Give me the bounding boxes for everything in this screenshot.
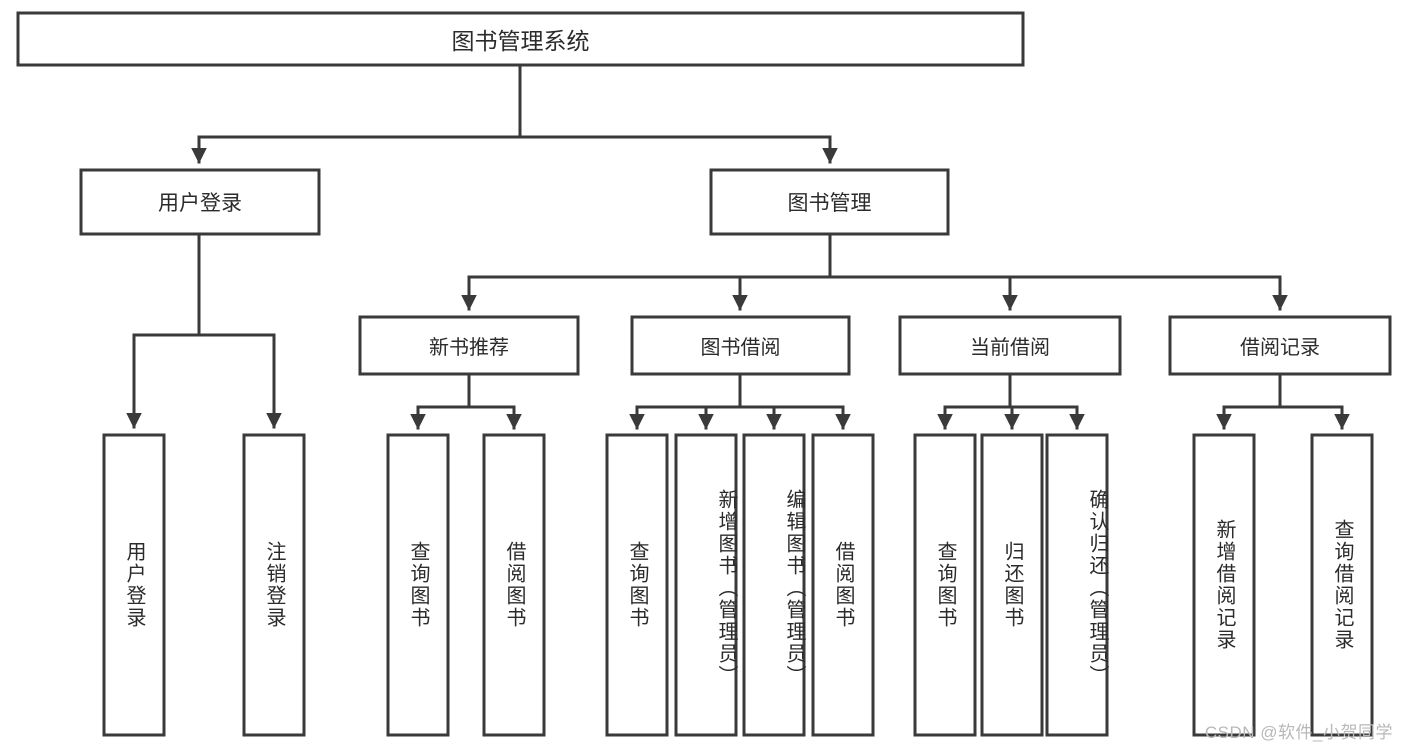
node-new-book-recommend-box: [358, 315, 580, 376]
node-book-management-box: [709, 168, 950, 236]
watermark-text: CSDN @软件_小贺同学: [1204, 723, 1393, 742]
connector-current-borrow-to-leaves: [937, 372, 1085, 430]
leaf-box-query-book-rec: [386, 433, 450, 737]
connector-borrow-record-to-leaves: [1216, 372, 1350, 430]
connector-new-book-recommend-to-leaves: [410, 372, 522, 430]
node-current-borrow-box: [898, 315, 1122, 376]
leaf-box-user-login: [102, 433, 166, 737]
leaf-box-logout: [242, 433, 306, 737]
connector-root-to-level1: [191, 63, 838, 164]
leaf-box-add-borrow-record: [1192, 433, 1256, 737]
leaf-box-add-book-admin: [674, 433, 738, 737]
connector-book-management-to-level2: [461, 232, 1288, 311]
connector-user-login-to-leaves: [126, 232, 282, 429]
node-user-login-box: [79, 168, 321, 236]
connector-book-borrow-to-leaves: [629, 372, 851, 430]
leaf-box-query-book-borrow: [605, 433, 669, 737]
leaf-box-edit-book-admin: [742, 433, 806, 737]
leaf-box-borrow-book: [811, 433, 875, 737]
node-borrow-record-box: [1168, 315, 1392, 376]
leaf-box-query-book-current: [913, 433, 977, 737]
leaf-box-confirm-return-admin: [1045, 433, 1109, 737]
leaf-box-query-borrow-record: [1310, 433, 1374, 737]
leaf-box-borrow-book-rec: [482, 433, 546, 737]
leaf-box-return-book: [980, 433, 1044, 737]
node-book-borrow-box: [630, 315, 851, 376]
node-root-box: [16, 11, 1025, 67]
